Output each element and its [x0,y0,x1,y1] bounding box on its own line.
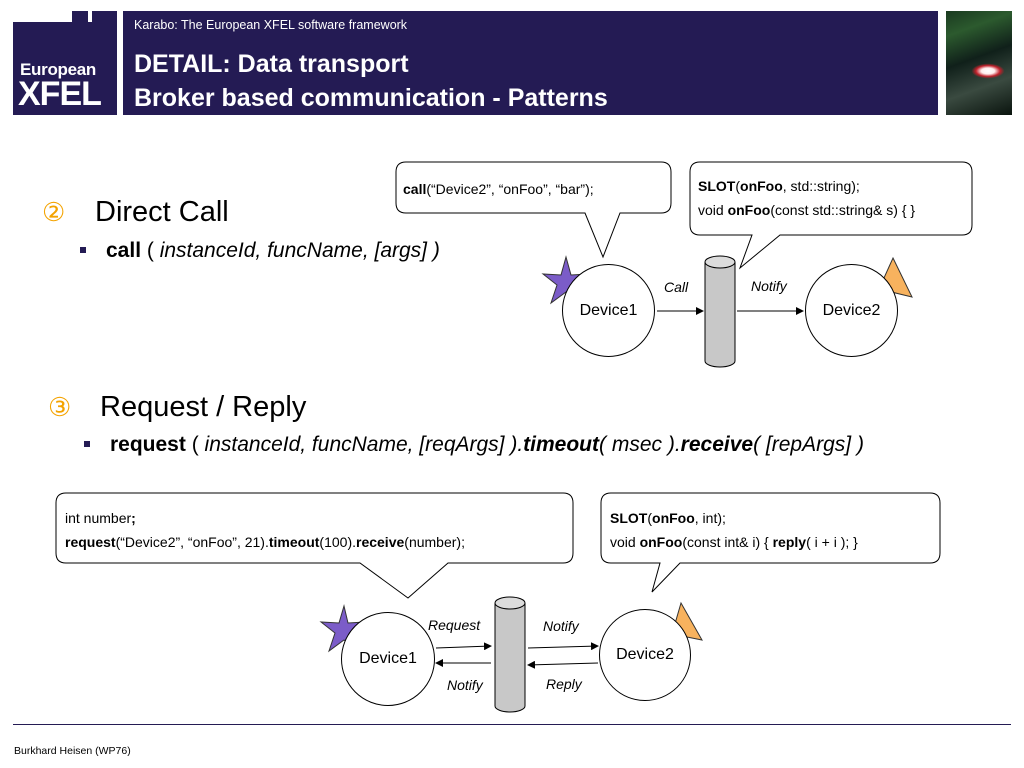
bullet-square [80,247,86,253]
broker-cylinder-1 [704,255,736,368]
callout-reply-text: SLOT(onFoo, int); void onFoo(const int& … [610,510,858,550]
callout-slot [689,161,973,270]
logo-text-xfel: XFEL [18,75,102,113]
logo-square-1 [72,11,88,23]
xfel-logo [13,22,117,115]
label-notify-bottom: Notify [447,677,483,693]
footer-divider [13,724,1011,725]
callout-reply [600,492,941,593]
arrow-notify-forward [527,642,599,651]
label-reply: Reply [546,676,582,692]
label-request: Request [428,617,481,633]
section2-signature: request ( instanceId, funcName, [reqArgs… [110,433,864,456]
header-bar [123,11,938,115]
callout-slot-text: SLOT(onFoo, std::string); void onFoo(con… [698,178,916,218]
device2-node: Device2 [805,264,898,357]
footer-author: Burkhard Heisen (WP76) [14,745,131,757]
section1-number: ② [42,197,66,227]
device1-node: Device1 [562,264,655,357]
broker-cylinder-2 [494,596,526,713]
page-title-line1: DETAIL: Data transport [134,50,409,78]
section2-number: ③ [48,392,72,422]
label-notify: Notify [751,278,787,294]
label-notify-top: Notify [543,618,579,634]
callout-call-text: call(“Device2”, “onFoo”, “bar”); [403,181,594,197]
callout-call [395,161,672,259]
section1-signature: call ( instanceId, funcName, [args] ) [106,239,440,262]
callout-request-text: int number; request(“Device2”, “onFoo”, … [65,510,465,550]
callout-request [55,492,574,599]
arrow-reply-back [527,660,599,669]
label-call: Call [664,279,689,295]
device1-node: Device1 [341,612,435,706]
device2-node: Device2 [599,609,691,701]
arrow-request [435,642,492,651]
section1-title: Direct Call [95,196,229,228]
header-subtitle: Karabo: The European XFEL software frame… [134,18,408,32]
section2-title: Request / Reply [100,391,307,423]
bullet-square [84,441,90,447]
page-title-line2: Broker based communication - Patterns [134,84,608,112]
corner-photo [946,11,1012,115]
logo-square-2 [92,11,117,23]
logo-text-european: European [20,60,97,79]
